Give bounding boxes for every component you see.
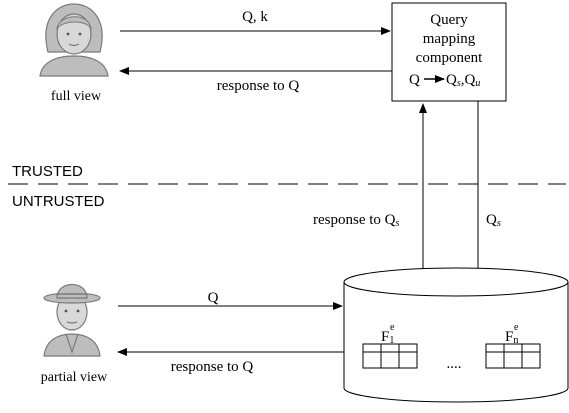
tables-ellipsis: .... xyxy=(447,356,462,372)
full-view-response-label: response to Q xyxy=(217,78,300,94)
trusted-label: TRUSTED xyxy=(12,163,83,180)
qs-label: Qs xyxy=(486,212,501,229)
fn-table-icon xyxy=(485,343,541,369)
fn-superscript: e xyxy=(514,322,519,333)
partial-view-request-label: Q xyxy=(208,290,219,306)
partial-view-user-icon xyxy=(43,284,101,357)
f1-table-icon xyxy=(362,343,418,369)
qmc-line-3: component xyxy=(416,50,483,66)
qmc-map-to: Qs,Qu xyxy=(446,72,480,89)
response-to-qs-label: response to Qs xyxy=(313,212,400,229)
qmc-line-1: Query xyxy=(430,12,468,28)
partial-view-response-label: response to Q xyxy=(171,359,254,375)
database-cylinder xyxy=(343,267,569,403)
qmc-map-from: Q xyxy=(409,72,420,88)
f1-label: F1 xyxy=(381,329,394,346)
untrusted-label: UNTRUSTED xyxy=(12,193,105,210)
qmc-line-2: mapping xyxy=(423,31,476,47)
full-view-user-icon xyxy=(39,3,109,77)
full-view-label: full view xyxy=(51,89,102,104)
query-mapping-component-box xyxy=(391,2,507,102)
partial-view-label: partial view xyxy=(41,370,108,385)
fn-label: Fn xyxy=(505,329,518,346)
f1-superscript: e xyxy=(390,322,395,333)
full-view-request-label: Q, k xyxy=(242,9,268,25)
